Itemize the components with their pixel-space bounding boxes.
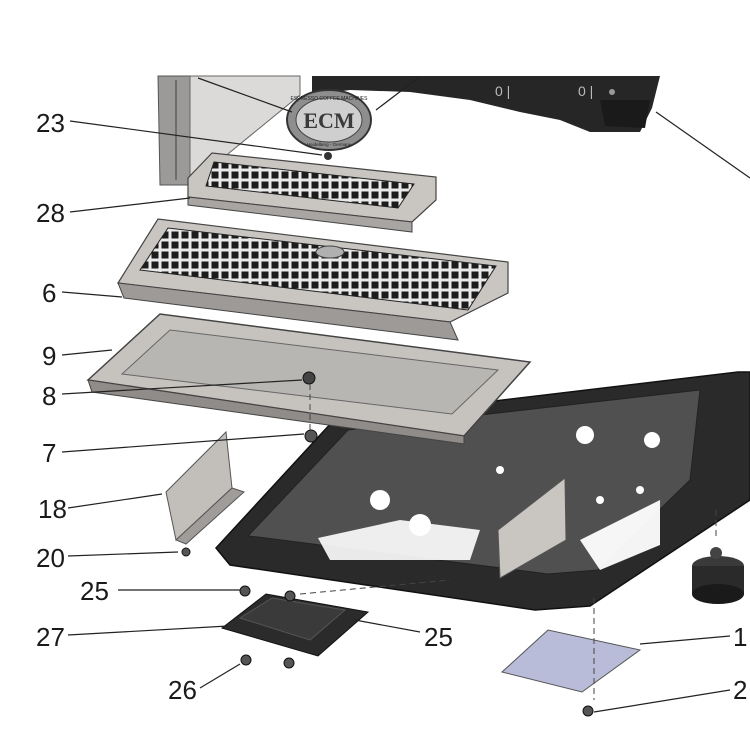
nut-part-20 (181, 547, 191, 557)
part-27-mount-block (220, 585, 370, 657)
assembly-lines (299, 384, 717, 700)
callout-7: 7 (42, 438, 57, 468)
callout-25-right: 25 (424, 622, 453, 652)
part-6-large-grill (116, 218, 509, 341)
screw-part-2 (582, 705, 594, 717)
screw-part-23 (324, 152, 332, 160)
drain-part-8 (302, 371, 316, 385)
callout-23: 23 (36, 108, 65, 138)
svg-text:0 |: 0 | (495, 83, 510, 99)
nut-part-26-right (283, 657, 295, 669)
screw-part-25-right (284, 590, 296, 602)
screw-part-25-left (239, 585, 251, 597)
logo-ring-text: ESPRESSO COFFEE MACHINES (291, 96, 369, 102)
callout-26: 26 (168, 675, 197, 705)
part-1-cover-plate (500, 629, 642, 693)
logo-sub-text: Heidelberg - Germany (307, 142, 352, 147)
inner-bracket-plate (497, 476, 567, 579)
part-28-small-grill (187, 152, 437, 233)
callout-20: 20 (36, 543, 65, 573)
nut-part-26-left (240, 654, 252, 666)
svg-text:0 |: 0 | (578, 83, 593, 99)
callout-1: 1 (733, 622, 748, 652)
callout-18: 18 (38, 494, 67, 524)
callout-28: 28 (36, 198, 65, 228)
machine-housing-top: 0 | 0 | (312, 76, 660, 132)
logo-brand: ECM (303, 108, 355, 133)
ecm-logo-badge: ECM ESPRESSO COFFEE MACHINES Heidelberg … (286, 89, 372, 151)
callout-9: 9 (42, 341, 57, 371)
base-frame (215, 371, 750, 611)
callout-2: 2 (733, 675, 748, 705)
foot (692, 547, 744, 604)
callout-8: 8 (42, 381, 57, 411)
leader-lines (61, 77, 750, 713)
callout-25-left: 25 (80, 576, 109, 606)
callout-27: 27 (36, 622, 65, 652)
part-18-bracket (165, 430, 245, 545)
callout-6: 6 (42, 278, 57, 308)
nut-part-7 (304, 429, 318, 443)
